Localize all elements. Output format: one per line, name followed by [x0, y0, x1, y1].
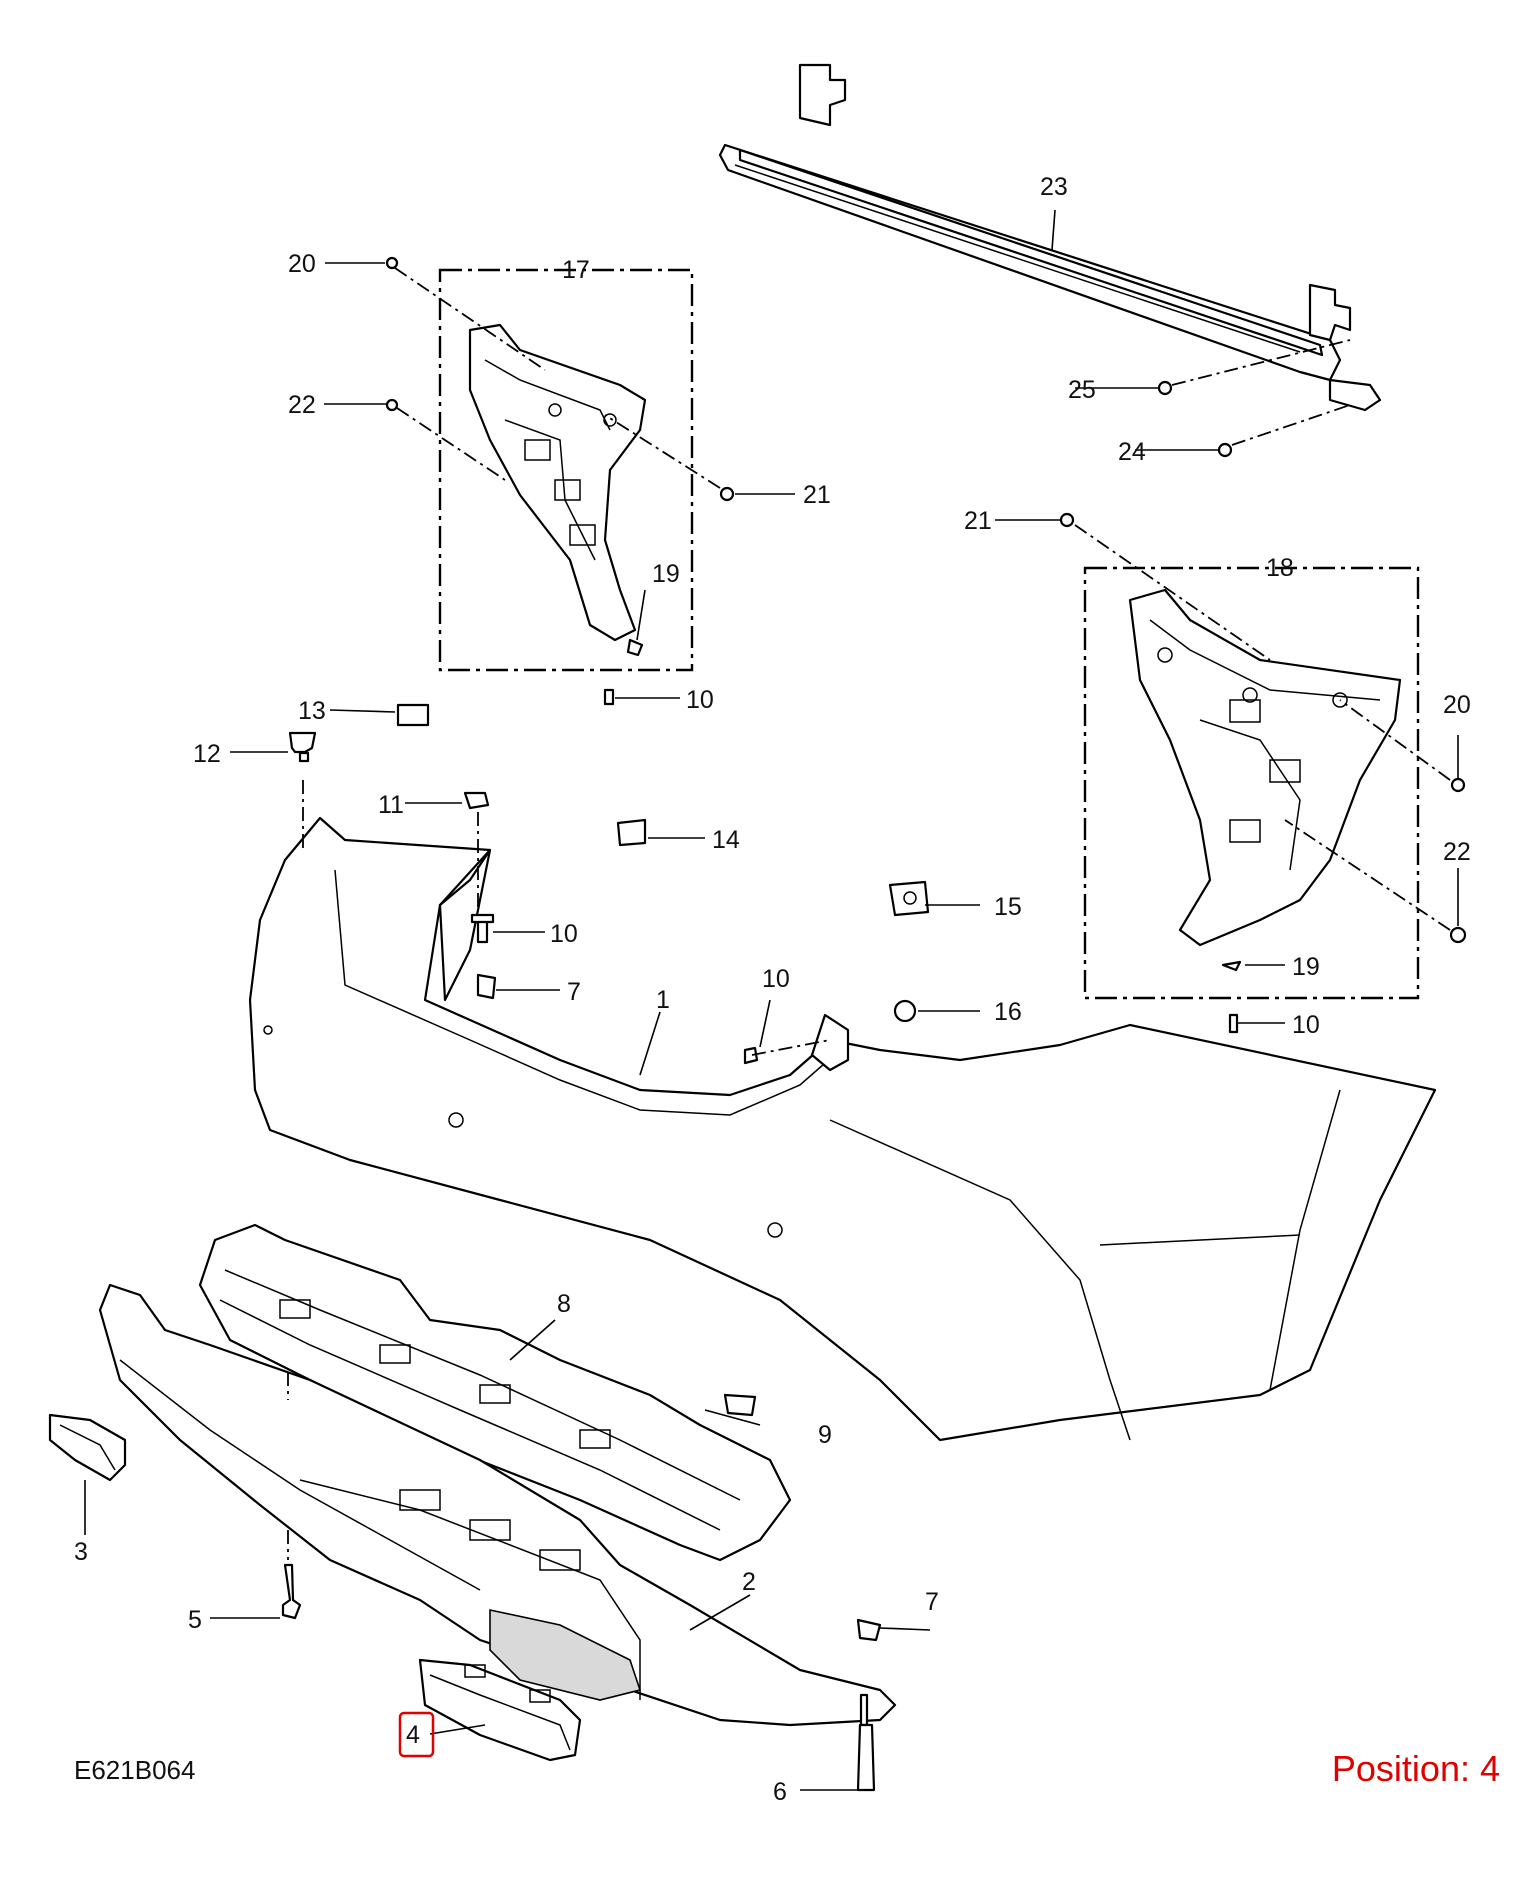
- exhaust-trim-right[interactable]: [418, 1658, 582, 1762]
- callout-labels: 23 20 17 22 21 19 10 25 24 21 18 13 12 1…: [74, 173, 1471, 1806]
- callout-10: 10: [762, 965, 790, 993]
- bracket-17[interactable]: [468, 323, 647, 642]
- callout-12: 12: [193, 740, 221, 768]
- callout-6: 6: [773, 1778, 787, 1806]
- fasteners: [281, 256, 1467, 1792]
- exhaust-trim-left[interactable]: [48, 1413, 127, 1482]
- callout-21: 21: [964, 507, 992, 535]
- position-indicator: Position: 4: [1331, 1748, 1500, 1789]
- callout-7: 7: [567, 978, 581, 1006]
- callout-17: 17: [562, 256, 590, 284]
- callout-22: 22: [288, 391, 316, 419]
- callout-19: 19: [1292, 953, 1320, 981]
- callout-4: 4: [406, 1721, 420, 1749]
- callout-20: 20: [1443, 691, 1471, 719]
- highlight-box: [398, 1711, 435, 1758]
- callout-8: 8: [557, 1290, 571, 1318]
- callout-10: 10: [686, 686, 714, 714]
- callout-16: 16: [994, 998, 1022, 1026]
- callout-19: 19: [652, 560, 680, 588]
- callout-20: 20: [288, 250, 316, 278]
- callout-11: 11: [378, 791, 404, 819]
- callout-24: 24: [1118, 438, 1146, 466]
- callout-7: 7: [925, 1588, 939, 1616]
- callout-13: 13: [298, 697, 326, 725]
- callout-18: 18: [1266, 554, 1294, 582]
- callout-1: 1: [656, 986, 670, 1014]
- callout-15: 15: [994, 893, 1022, 921]
- callout-9: 9: [818, 1421, 832, 1449]
- reinforcement-beam[interactable]: [718, 63, 1382, 412]
- bracket-group-17-box: [438, 268, 694, 672]
- bracket-group-18-box: [1083, 566, 1420, 1000]
- lower-diffuser[interactable]: [98, 1283, 897, 1727]
- callout-5: 5: [188, 1606, 202, 1634]
- callout-21: 21: [803, 481, 831, 509]
- callout-22: 22: [1443, 838, 1471, 866]
- callout-10: 10: [550, 920, 578, 948]
- callout-14: 14: [712, 826, 740, 854]
- callout-10: 10: [1292, 1011, 1320, 1039]
- bracket-18[interactable]: [1128, 588, 1402, 947]
- callout-2: 2: [742, 1568, 756, 1596]
- leader-lines: [84, 209, 1459, 1791]
- callout-3: 3: [74, 1538, 88, 1566]
- callout-23: 23: [1040, 173, 1068, 201]
- callout-25: 25: [1068, 376, 1096, 404]
- drawing-code: E621B064: [74, 1755, 196, 1785]
